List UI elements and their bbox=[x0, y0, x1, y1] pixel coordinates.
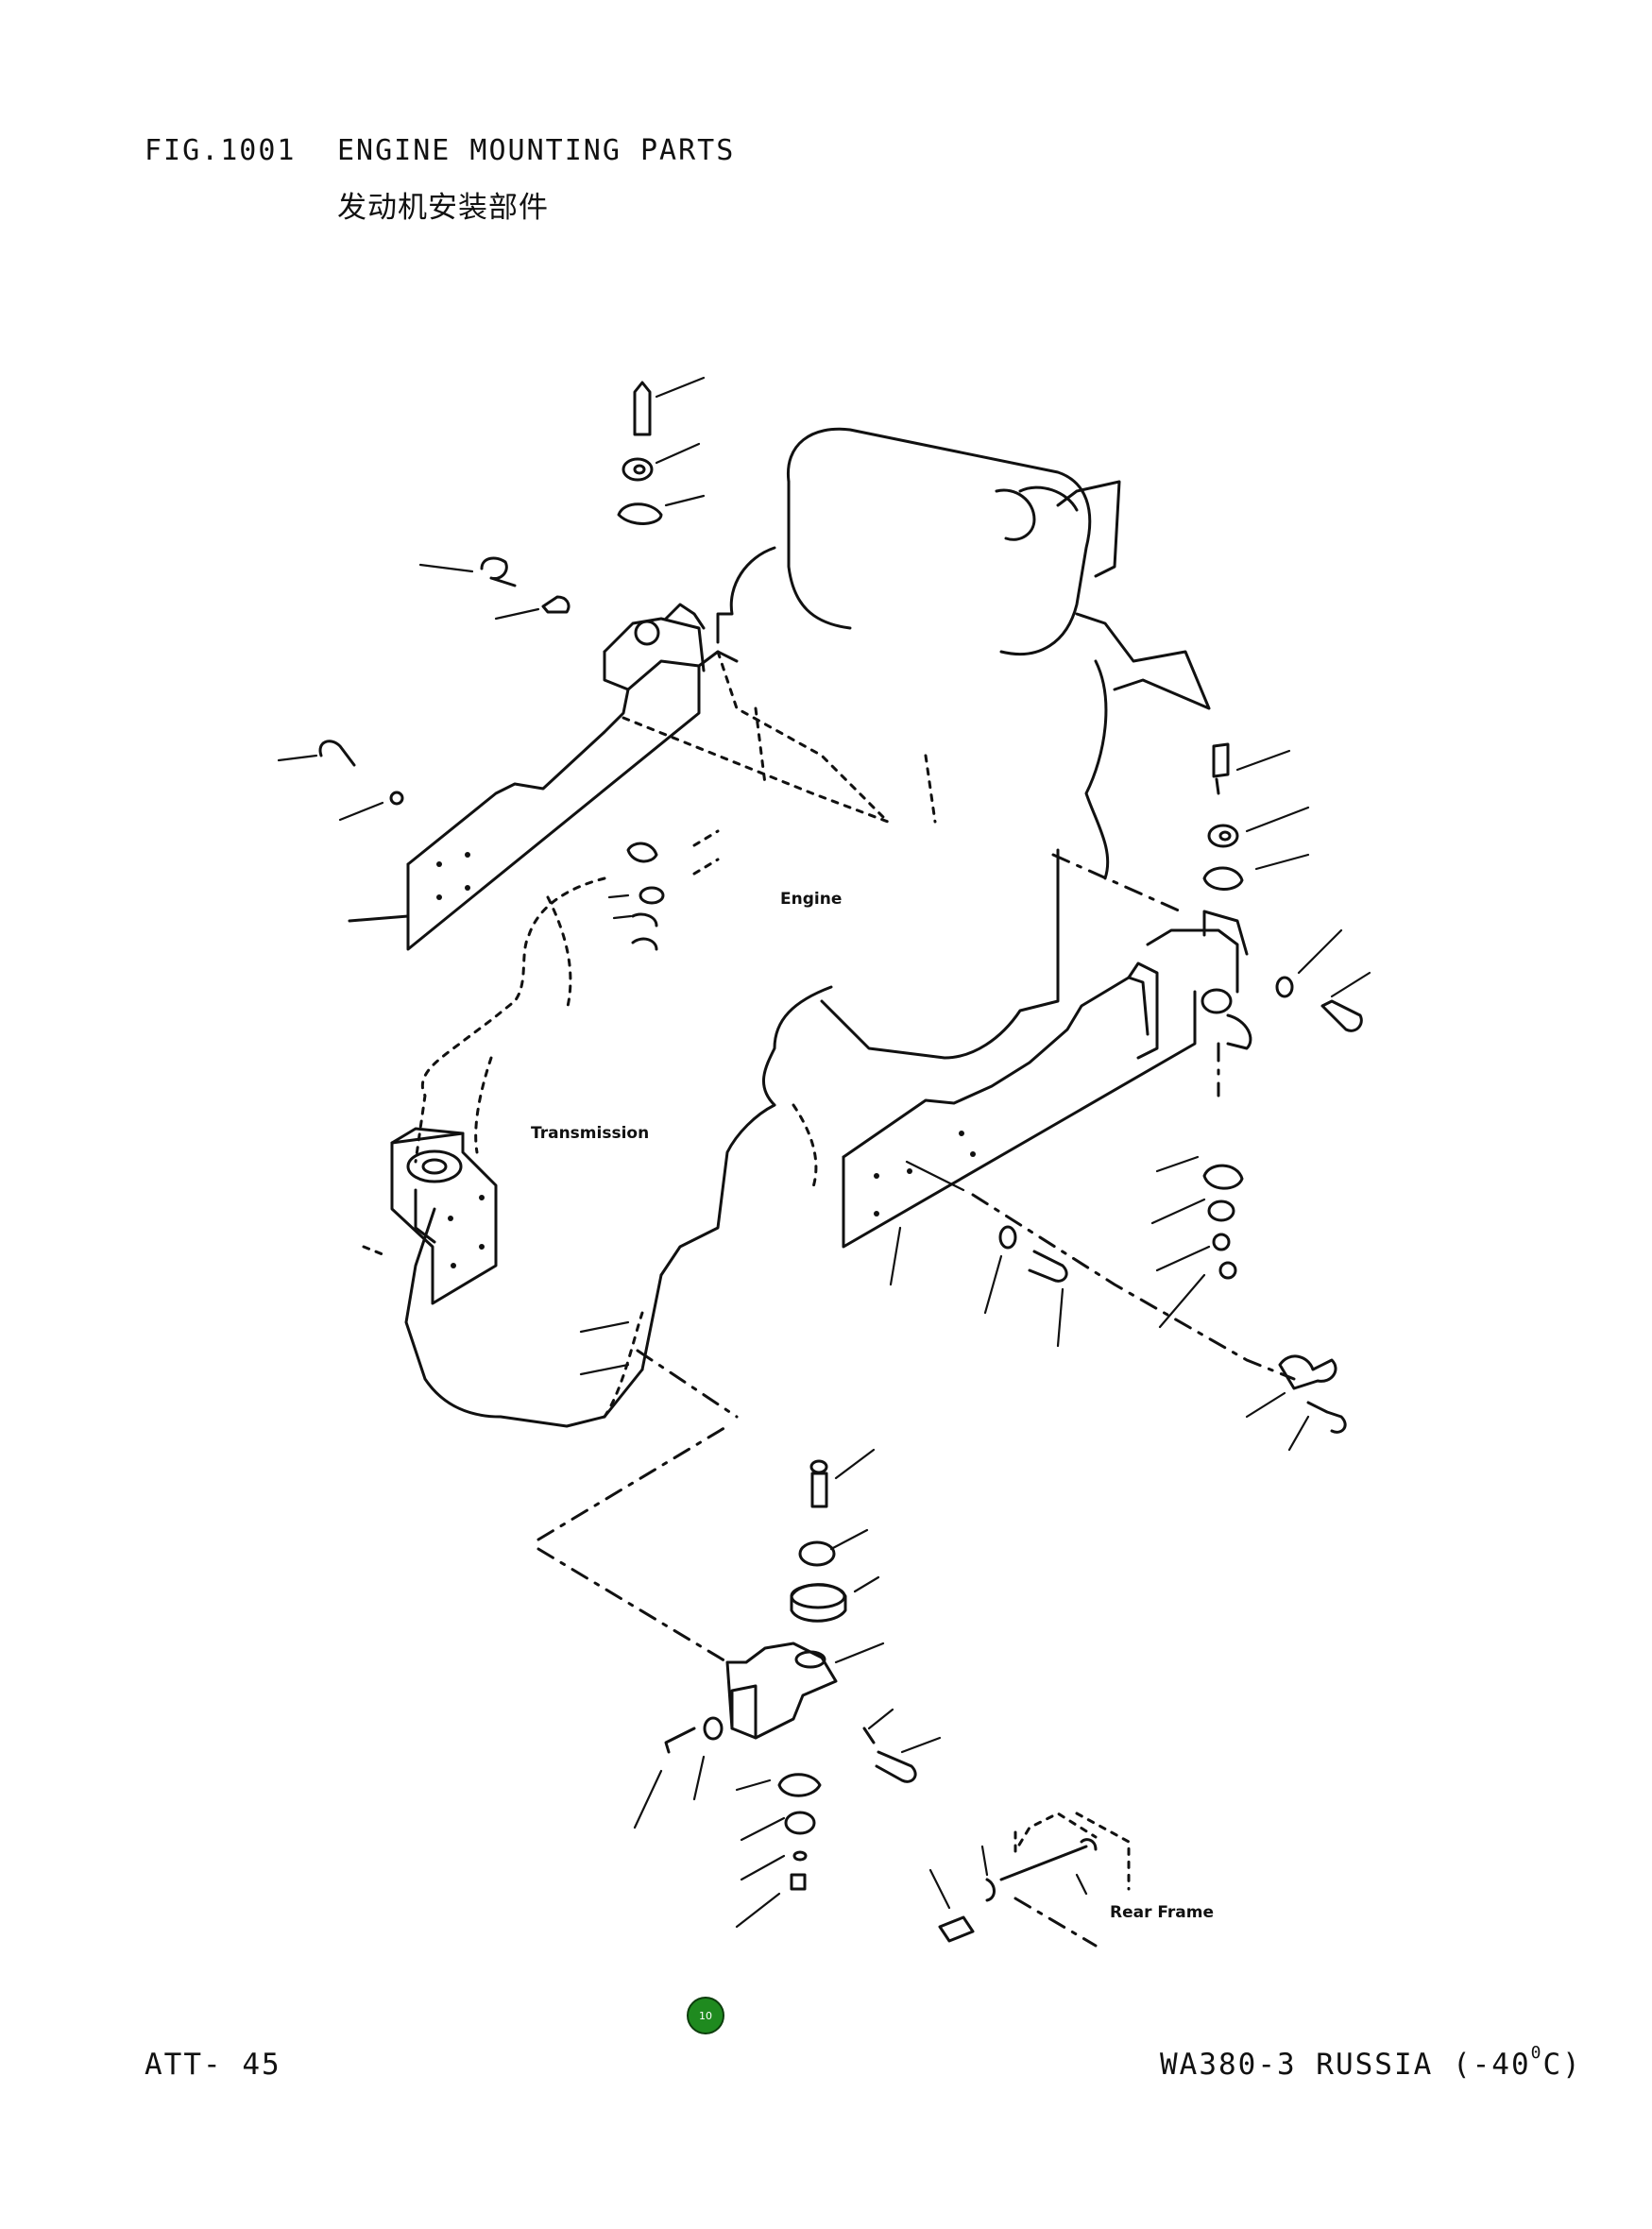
lower-right-stack bbox=[983, 1155, 1347, 1452]
right-engine-bracket bbox=[842, 853, 1296, 1381]
footer-model-suffix: C) bbox=[1542, 2048, 1582, 2082]
rear-mount-stack bbox=[633, 1448, 942, 1929]
upper-right-stud-stack bbox=[1202, 742, 1371, 1032]
center-mount-hardware bbox=[607, 829, 720, 951]
footer-model-prefix: WA380-3 RUSSIA (-40 bbox=[1160, 2048, 1531, 2082]
engine-label: Engine bbox=[780, 890, 842, 909]
transmission-label: Transmission bbox=[531, 1124, 649, 1143]
page-number-badge: 10 bbox=[687, 1997, 724, 2034]
figure-number: FIG.1001 bbox=[145, 134, 297, 167]
footer-degree-superscript: 0 bbox=[1530, 2042, 1543, 2063]
upper-left-stud-assembly bbox=[277, 376, 706, 822]
footer-model: WA380-3 RUSSIA (-400C) bbox=[1160, 2043, 1582, 2082]
rear-frame-bracket bbox=[928, 1812, 1131, 1948]
transmission-outline bbox=[404, 876, 833, 1428]
engine-outline bbox=[622, 427, 1211, 1060]
figure-title: ENGINE MOUNTING PARTS bbox=[337, 134, 736, 167]
figure-title-chinese: 发动机安装部件 bbox=[337, 191, 549, 225]
transmission-lower-guide bbox=[536, 1320, 739, 1664]
transmission-side-mount bbox=[362, 1127, 498, 1305]
rear-frame-label: Rear Frame bbox=[1110, 1903, 1214, 1922]
footer-page-ref: ATT- 45 bbox=[145, 2048, 281, 2082]
left-engine-bracket bbox=[348, 603, 739, 951]
